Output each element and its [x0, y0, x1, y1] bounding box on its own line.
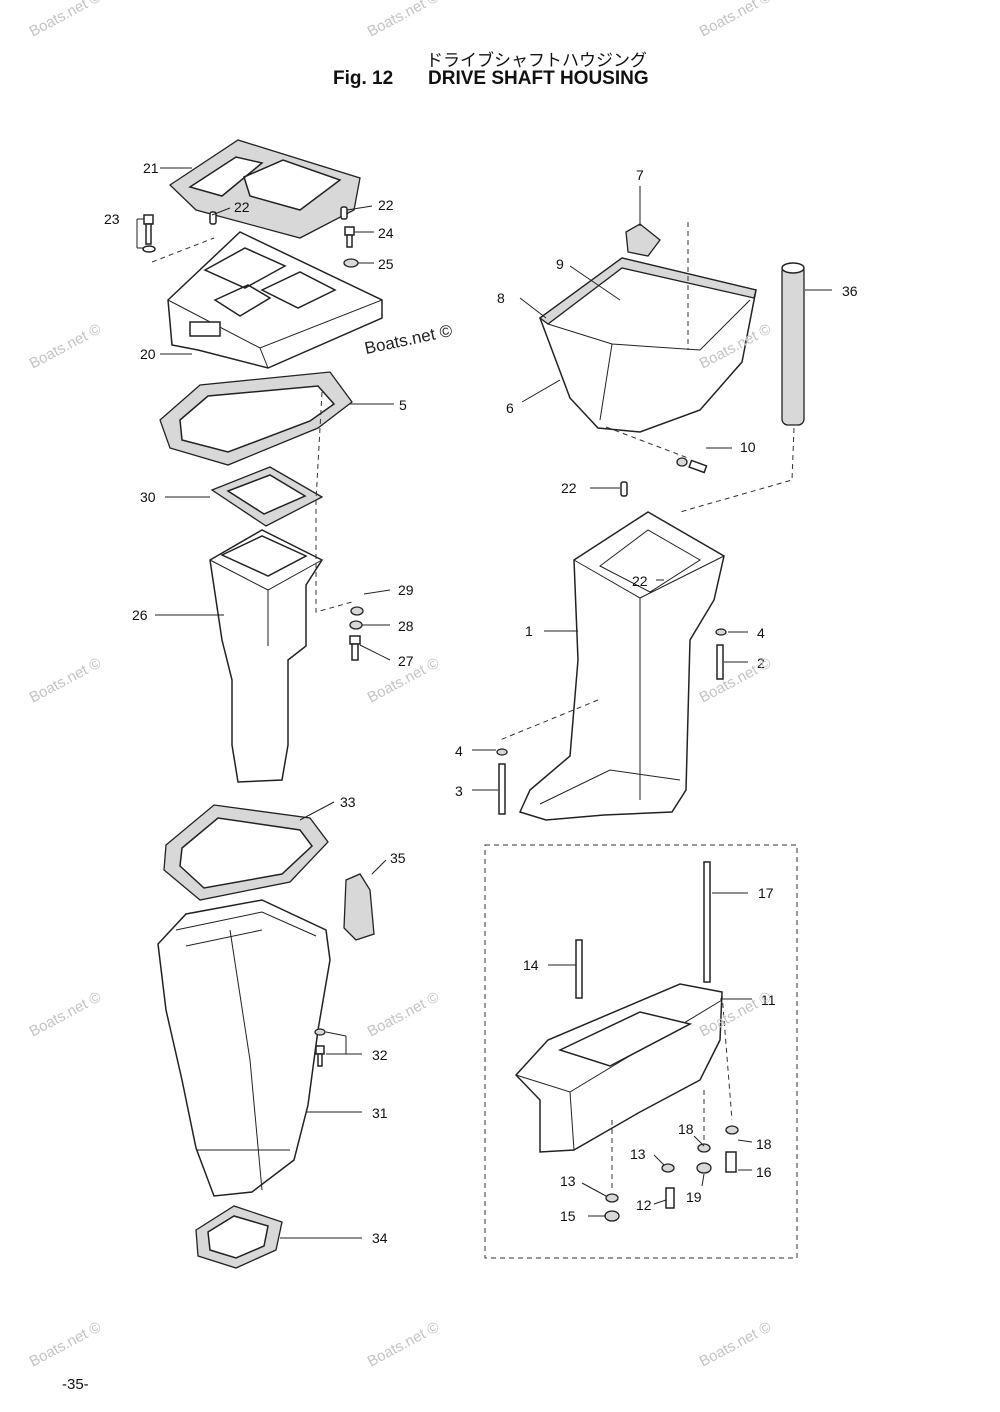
- part-28-washer: [349, 620, 363, 630]
- callout-22: 22: [632, 573, 648, 589]
- callout-18: 18: [678, 1121, 694, 1137]
- callout-13: 13: [560, 1173, 576, 1189]
- part-20-adapter: [167, 231, 383, 369]
- part-14-stud: [575, 939, 583, 999]
- part-22-dowel-b: [340, 206, 348, 220]
- part-24-bolt: [344, 226, 355, 248]
- part-18-washer-b: [725, 1125, 739, 1135]
- callout-2: 2: [757, 655, 765, 671]
- callout-8: 8: [497, 290, 505, 306]
- callout-13: 13: [630, 1146, 646, 1162]
- callout-7: 7: [636, 167, 644, 183]
- sub-assembly-box: [484, 844, 798, 1259]
- callout-32: 32: [372, 1047, 388, 1063]
- part-26-exhaust-guide: [209, 529, 324, 783]
- part-1-drive-shaft-housing: [518, 511, 725, 821]
- part-22-dowel-a: [209, 211, 217, 225]
- part-21-gasket: [168, 139, 361, 239]
- callout-30: 30: [140, 489, 156, 505]
- callout-27: 27: [398, 653, 414, 669]
- part-31-upper-casing: [157, 899, 331, 1197]
- callout-4: 4: [455, 743, 463, 759]
- part-7-grommet: [625, 223, 661, 257]
- part-16-bolt: [725, 1151, 737, 1173]
- part-11-extension: [514, 983, 723, 1153]
- part-5-gasket: [159, 371, 353, 466]
- callout-25: 25: [378, 256, 394, 272]
- part-30-gasket: [210, 466, 324, 527]
- part-3-stud: [498, 763, 506, 815]
- callout-17: 17: [758, 885, 774, 901]
- callout-22: 22: [378, 197, 394, 213]
- japanese-title: ドライブシャフトハウジング: [426, 51, 647, 71]
- callout-9: 9: [556, 256, 564, 272]
- part-19-nut: [696, 1162, 712, 1174]
- part-33-gasket: [163, 804, 329, 901]
- callout-20: 20: [140, 346, 156, 362]
- part-10-screws: [676, 457, 708, 474]
- part-27-bolt: [349, 635, 361, 661]
- part-12-bolt: [665, 1187, 675, 1209]
- part-2-stud: [716, 644, 724, 680]
- callout-22: 22: [234, 199, 250, 215]
- part-4-washer-b: [496, 748, 508, 756]
- callout-11: 11: [761, 992, 776, 1008]
- callout-26: 26: [132, 607, 148, 623]
- callout-15: 15: [560, 1208, 576, 1224]
- part-36-hose: [781, 262, 805, 426]
- callout-16: 16: [756, 1164, 772, 1180]
- callout-21: 21: [143, 160, 159, 176]
- callout-10: 10: [740, 439, 756, 455]
- callout-36: 36: [842, 283, 858, 299]
- callout-31: 31: [372, 1105, 388, 1121]
- callout-3: 3: [455, 783, 463, 799]
- callout-34: 34: [372, 1230, 388, 1246]
- callout-29: 29: [398, 582, 414, 598]
- part-15-nut: [604, 1210, 620, 1222]
- figure-title: DRIVE SHAFT HOUSING: [428, 68, 649, 89]
- part-18-washer-a: [697, 1143, 711, 1153]
- callout-1: 1: [525, 623, 533, 639]
- callout-14: 14: [523, 957, 539, 973]
- callout-22: 22: [561, 480, 577, 496]
- figure-number: Fig. 12: [333, 68, 394, 89]
- page-number: -35-: [62, 1376, 89, 1393]
- part-34-gasket: [195, 1205, 283, 1269]
- part-13-nut-b: [605, 1193, 619, 1203]
- part-25-washer: [343, 258, 359, 268]
- callout-24: 24: [378, 225, 394, 241]
- callout-5: 5: [399, 397, 407, 413]
- callout-18: 18: [756, 1136, 772, 1152]
- part-13-nut-a: [661, 1163, 675, 1173]
- callout-6: 6: [506, 400, 514, 416]
- callout-4: 4: [757, 625, 765, 641]
- callout-35: 35: [390, 850, 406, 866]
- part-17-stud: [703, 861, 711, 983]
- part-35-clip: [343, 873, 375, 941]
- callout-33: 33: [340, 794, 356, 810]
- part-22-dowel-c: [620, 481, 628, 497]
- part-23-bolt: [142, 214, 156, 253]
- part-4-washer-a: [715, 628, 727, 636]
- part-29-washer: [350, 606, 364, 616]
- callout-19: 19: [686, 1189, 702, 1205]
- part-6-lower-cover: [538, 257, 757, 433]
- callout-28: 28: [398, 618, 414, 634]
- callout-23: 23: [104, 211, 120, 227]
- part-32-bolts: [314, 1028, 326, 1067]
- callout-12: 12: [636, 1197, 652, 1213]
